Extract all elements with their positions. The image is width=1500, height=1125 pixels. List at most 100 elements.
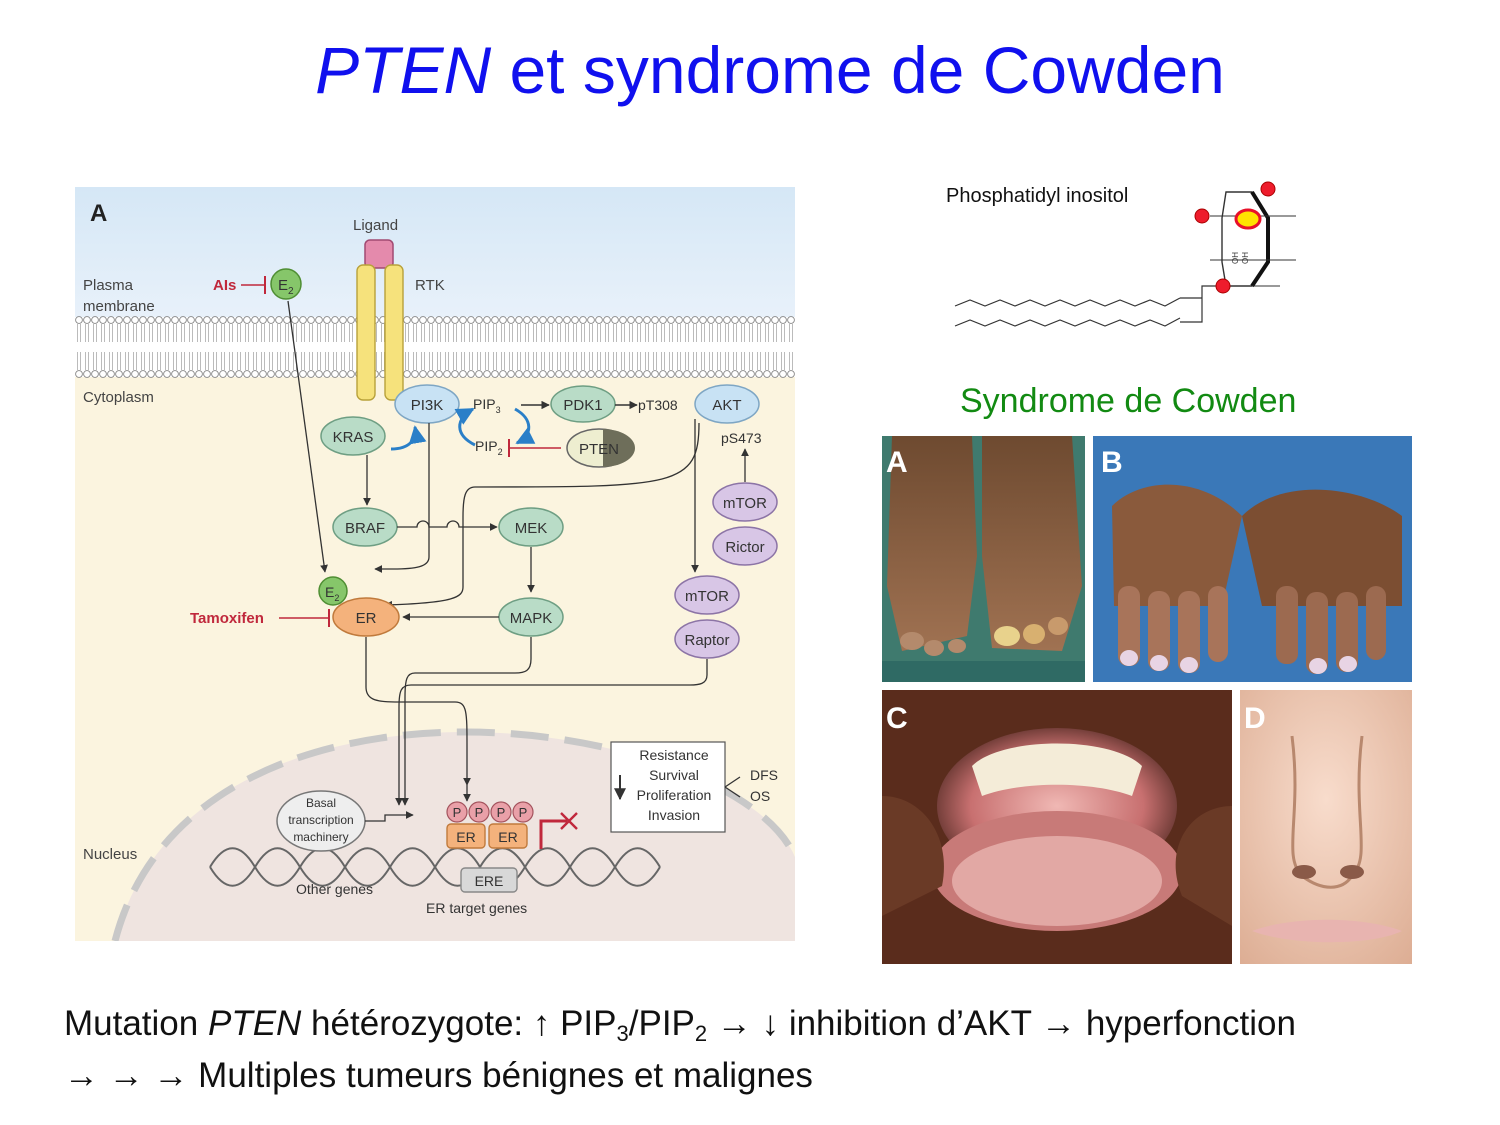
fatty-acid-chain-2: [954, 317, 1181, 327]
er-dimer-right: [488, 823, 528, 849]
rictor-label: Rictor: [725, 539, 764, 556]
estradiol-e2-top-label: E2: [278, 277, 294, 297]
estradiol-e2-top: [270, 268, 302, 300]
tamoxifen-inhibitor-label: Tamoxifen: [190, 610, 264, 627]
mtor-node-2[interactable]: [674, 575, 740, 615]
phosphate-left: [1194, 208, 1210, 224]
slide-title: PTEN et syndrome de Cowden: [0, 32, 1500, 108]
photo-panel-d-label: D: [1244, 702, 1266, 735]
pip2-label: PIP2: [475, 438, 503, 457]
mek-node[interactable]: [498, 507, 564, 547]
basal-label-1: Basal: [306, 796, 336, 810]
other-genes-label: Other genes: [296, 881, 373, 897]
raptor-label: Raptor: [684, 632, 729, 649]
transcription-blocked-mark: [560, 812, 578, 830]
title-gene: PTEN: [315, 33, 492, 107]
estradiol-e2-bottom-label: E2: [325, 584, 339, 603]
photo-panel-a-label: A: [886, 446, 908, 479]
nuclear-envelope: [111, 728, 795, 941]
photo-panel-a-feet: [882, 436, 1085, 682]
ais-inhibitor-label: AIs: [213, 277, 236, 294]
rtk-left-chain: [356, 264, 376, 401]
ligand: [364, 239, 394, 269]
outcomes-box: [610, 741, 726, 833]
estradiol-e2-bottom: [318, 576, 348, 606]
er-dimer-right-label: ER: [498, 829, 517, 845]
caption-gene: PTEN: [207, 1004, 302, 1043]
braf-label: BRAF: [345, 520, 385, 537]
pi3k-label: PI3K: [411, 397, 444, 414]
transcription-start-arrow: [539, 819, 567, 849]
braf-to-mek-arrow: [397, 520, 498, 531]
phosphatidyl-inositol-label: Phosphatidyl inositol: [946, 185, 1128, 207]
fatty-acid-chain-1: [954, 297, 1181, 307]
pten-label: PTEN: [579, 441, 619, 458]
outcomes-to-dfs-os: [724, 776, 741, 798]
er-node[interactable]: [332, 597, 400, 637]
panel-letter: A: [90, 200, 107, 227]
phosphate-top: [1260, 181, 1276, 197]
er-label: ER: [356, 610, 377, 627]
pt308-label: pT308: [638, 397, 678, 413]
cytoplasm-label: Cytoplasm: [83, 389, 154, 406]
mtor-label-1: mTOR: [723, 495, 767, 512]
phospho-3-label: P: [497, 805, 506, 820]
mek-label: MEK: [515, 520, 548, 537]
photo-panel-c-label: C: [886, 702, 908, 735]
caption-sub-2: 2: [694, 1021, 708, 1046]
caption-mutation: Mutation: [64, 1004, 208, 1043]
phospho-4-label: P: [519, 805, 528, 820]
er-dimer-left-label: ER: [456, 829, 475, 845]
hydroxyl-label-2: OH: [1241, 252, 1250, 264]
glycerol-backbone: [1180, 285, 1218, 323]
akt-label: AKT: [712, 397, 741, 414]
kras-node[interactable]: [320, 416, 386, 456]
inositol-ring-bold-edge: [1250, 190, 1270, 288]
outcome-resistance: Resistance: [639, 747, 708, 763]
raptor-node[interactable]: [674, 619, 740, 659]
caption-sub-3: 3: [616, 1021, 629, 1046]
plasma-membrane-label-2: membrane: [83, 298, 155, 315]
basal-label-2: transcription: [288, 813, 353, 827]
ligand-label: Ligand: [353, 217, 398, 234]
outcome-proliferation: Proliferation: [637, 787, 712, 803]
akt-node[interactable]: [694, 384, 760, 424]
pdk1-label: PDK1: [563, 397, 602, 414]
kras-pi3k-activation: [390, 425, 427, 451]
ere-label: ERE: [475, 873, 504, 889]
photo-panel-d-face: [1240, 690, 1412, 964]
plasma-membrane: [75, 315, 795, 379]
dna-strand-2: [209, 847, 661, 887]
phosphate-bottom: [1215, 278, 1231, 294]
extracellular-space: [75, 187, 795, 317]
slide-caption: Mutation PTEN hétérozygote: ↑ PIP3/PIP2 …: [64, 998, 1484, 1102]
pten-pathway-diagram: A Plasma membrane Cytoplasm Nucleus Liga…: [75, 187, 795, 941]
pip2-to-pip3-arrow: [454, 407, 476, 447]
kras-label: KRAS: [333, 429, 374, 446]
nucleus-label: Nucleus: [83, 846, 137, 863]
pi3k-node[interactable]: [394, 384, 460, 424]
plasma-membrane-label-1: Plasma: [83, 277, 134, 294]
caption-line-2: → → → Multiples tumeurs bénignes et mali…: [64, 1056, 813, 1095]
phospho-1-label: P: [453, 805, 462, 820]
akt-to-er-arrow: [384, 422, 700, 609]
outcome-survival: Survival: [649, 767, 699, 783]
photo-panel-c-mouth: [882, 690, 1232, 964]
hydroxyl-label-1: OH: [1231, 252, 1240, 264]
caption-hetero: hétérozygote: ↑ PIP: [301, 1004, 617, 1043]
photo-panel-b-label: B: [1101, 446, 1123, 479]
pdk1-node[interactable]: [550, 385, 616, 423]
rtk-right-chain: [384, 264, 404, 401]
outcome-invasion: Invasion: [648, 807, 700, 823]
er-dimer-left: [446, 823, 486, 849]
basal-label-3: machinery: [293, 830, 348, 844]
phospho-2-label: P: [475, 805, 484, 820]
photos-title: Syndrome de Cowden: [960, 382, 1297, 420]
rictor-node[interactable]: [712, 526, 778, 566]
phospho-3: [490, 801, 512, 823]
phosphate-3-highlight: [1234, 208, 1262, 230]
mtor-node-1[interactable]: [712, 482, 778, 522]
phosphatidyl-inositol-structure: Phosphatidyl inositol OH OH: [946, 181, 1296, 327]
pi3k-to-er-arrow: [374, 423, 430, 573]
er-to-nucleus-arrow: [365, 637, 471, 786]
